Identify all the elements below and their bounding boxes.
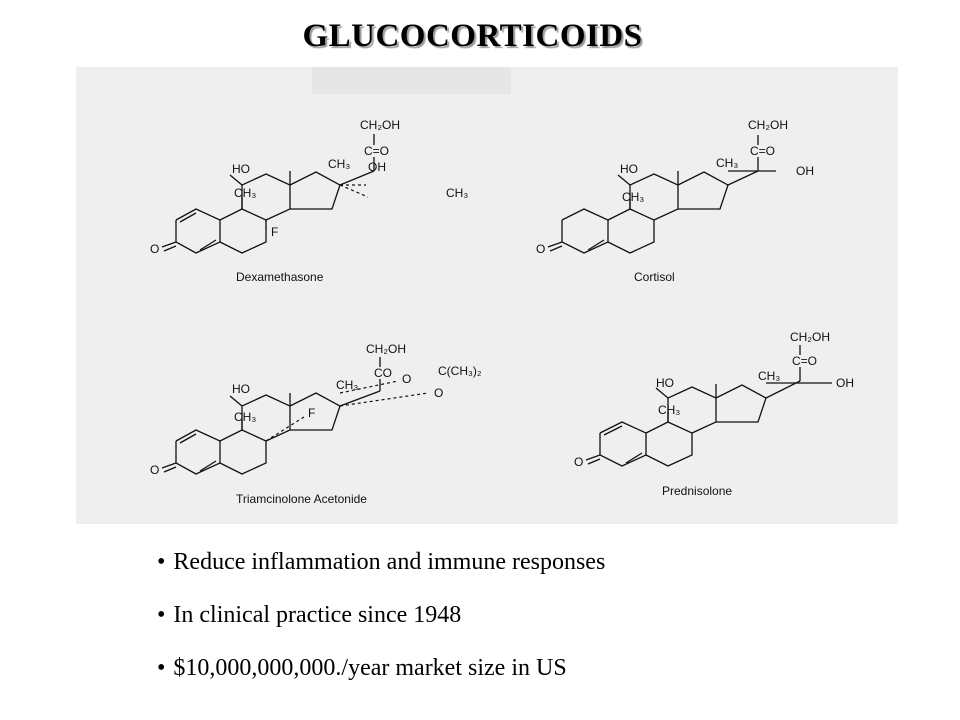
- prednisolone-label-6: CH₃: [658, 403, 680, 417]
- cortisol-label-4: OH: [796, 164, 814, 178]
- prednisolone-double-bond-1: [603, 425, 623, 436]
- triamcinolone-label-4: O: [402, 372, 411, 386]
- triamcinolone-label-7: HO: [232, 382, 250, 396]
- structure-prednisolone: CH₂OH C=O CH₃ OH HO CH₃ O Prednisolone: [574, 330, 854, 498]
- cortisol-label-2: C=O: [750, 144, 775, 158]
- cortisol-sidechain-bond-3: [727, 170, 759, 186]
- structure-cortisol: CH₂OH C=O CH₃ OH HO CH₃ O Cortisol: [536, 118, 814, 284]
- triamcinolone-label-6: O: [434, 386, 443, 400]
- prednisolone-ketone-bond: [585, 454, 601, 461]
- triamcinolone-ho-bond: [229, 395, 243, 407]
- bullet-text: Reduce inflammation and immune responses: [173, 549, 606, 575]
- dexamethasone-label-6: CH₃: [234, 186, 256, 200]
- dexamethasone-double-bond-2: [199, 239, 217, 251]
- chemical-structures-figure: CH₂OH C=O CH₃ OH HO CH₃ F O CH₃ Dexameth…: [150, 118, 854, 506]
- prednisolone-ring-a: [599, 421, 647, 467]
- dexamethasone-label-9: CH₃: [446, 186, 468, 200]
- triamcinolone-label-2: CO: [374, 366, 392, 380]
- triamcinolone-label-10: O: [150, 463, 159, 477]
- cortisol-ring-c: [629, 173, 679, 221]
- dexamethasone-double-bond-1: [179, 212, 197, 223]
- triamcinolone-ring-c: [241, 394, 291, 442]
- structures-panel: CH₂OH C=O CH₃ OH HO CH₃ F O CH₃ Dexameth…: [76, 67, 898, 524]
- triamcinolone-label-5: C(CH₃)₂: [438, 364, 482, 378]
- dexamethasone-label-3: CH₃: [328, 157, 350, 171]
- bullet-text: In clinical practice since 1948: [173, 602, 462, 628]
- triamcinolone-ketone-bond-2: [163, 466, 177, 473]
- triamcinolone-f-dash: [265, 416, 305, 442]
- dexamethasone-label-4: OH: [368, 160, 386, 174]
- prednisolone-label-1: CH₂OH: [790, 330, 830, 344]
- triamcinolone-ring-b: [219, 429, 267, 475]
- triamcinolone-label-8: F: [308, 406, 315, 420]
- triamcinolone-acetonide-dash-1: [339, 380, 399, 394]
- prednisolone-label-3: CH₃: [758, 369, 780, 383]
- cortisol-ring-b: [607, 208, 655, 254]
- triamcinolone-double-bond-1: [179, 433, 197, 444]
- triamcinolone-label-3: CH₃: [336, 378, 358, 392]
- dexamethasone-label-5: HO: [232, 162, 250, 176]
- triamcinolone-sidechain-bond-3: [339, 390, 381, 407]
- prednisolone-ho-bond: [655, 387, 669, 399]
- dexamethasone-name: Dexamethasone: [236, 270, 324, 284]
- prednisolone-label-5: HO: [656, 376, 674, 390]
- prednisolone-label-2: C=O: [792, 354, 817, 368]
- bullet-item: • In clinical practice since 1948: [157, 597, 605, 650]
- dexamethasone-ring-b: [219, 208, 267, 254]
- dexamethasone-label-7: F: [271, 225, 278, 239]
- prednisolone-sidechain-bond-3: [765, 380, 801, 399]
- cortisol-name: Cortisol: [634, 270, 675, 284]
- cortisol-ho-bond: [617, 174, 631, 186]
- cortisol-ketone-bond-2: [549, 245, 563, 252]
- dexamethasone-ketone-bond-2: [163, 245, 177, 252]
- dexamethasone-ho-bond: [229, 174, 243, 186]
- cortisol-double-bond: [587, 239, 605, 251]
- dexamethasone-methyl-dash: [339, 184, 369, 198]
- prednisolone-label-4: OH: [836, 376, 854, 390]
- prednisolone-ketone-bond-2: [587, 458, 601, 465]
- triamcinolone-name: Triamcinolone Acetonide: [236, 492, 367, 506]
- dexamethasone-ring-c: [241, 173, 291, 221]
- dexamethasone-label-8: O: [150, 242, 159, 256]
- prednisolone-ring-c: [667, 386, 717, 434]
- prednisolone-name: Prednisolone: [662, 484, 732, 498]
- bullet-glyph: •: [157, 655, 166, 681]
- cortisol-ring-d: [677, 171, 729, 210]
- triamcinolone-acetonide-dash-2: [339, 392, 429, 407]
- cortisol-label-5: HO: [620, 162, 638, 176]
- prednisolone-ring-b: [645, 421, 693, 467]
- cortisol-ketone-bond: [547, 241, 563, 248]
- prednisolone-ring-d: [715, 384, 767, 423]
- bullet-text: $10,000,000,000./year market size in US: [173, 655, 567, 681]
- cortisol-label-7: O: [536, 242, 545, 256]
- bullet-item: • $10,000,000,000./year market size in US: [157, 650, 605, 703]
- bullet-glyph: •: [157, 602, 166, 628]
- triamcinolone-double-bond-2: [199, 460, 217, 472]
- prednisolone-double-bond-2: [625, 452, 643, 464]
- triamcinolone-label-9: CH₃: [234, 410, 256, 424]
- triamcinolone-ring-a: [175, 429, 221, 475]
- dexamethasone-sidechain-bond-3: [339, 170, 375, 186]
- dexamethasone-label-2: C=O: [364, 144, 389, 158]
- panel-tab-strip: [312, 67, 511, 94]
- cortisol-ring-a: [561, 208, 609, 254]
- slide-title: GLUCOCORTICOIDS: [302, 18, 643, 54]
- dexamethasone-ketone-bond: [161, 241, 177, 248]
- triamcinolone-label-1: CH₂OH: [366, 342, 406, 356]
- triamcinolone-ketone-bond: [161, 462, 177, 469]
- structure-triamcinolone-acetonide: CH₂OH CO CH₃ O C(CH₃)₂ O HO F CH₃ O Tria…: [150, 342, 482, 506]
- bullet-list: • Reduce inflammation and immune response…: [157, 544, 605, 703]
- prednisolone-label-7: O: [574, 455, 583, 469]
- dexamethasone-ring-a: [175, 208, 221, 254]
- dexamethasone-ring-d: [289, 171, 341, 210]
- cortisol-label-6: CH₃: [622, 190, 644, 204]
- bullet-glyph: •: [157, 549, 166, 575]
- cortisol-label-1: CH₂OH: [748, 118, 788, 132]
- dexamethasone-label-1: CH₂OH: [360, 118, 400, 132]
- bullet-item: • Reduce inflammation and immune response…: [157, 544, 605, 597]
- cortisol-label-3: CH₃: [716, 156, 738, 170]
- structure-dexamethasone: CH₂OH C=O CH₃ OH HO CH₃ F O CH₃ Dexameth…: [150, 118, 468, 284]
